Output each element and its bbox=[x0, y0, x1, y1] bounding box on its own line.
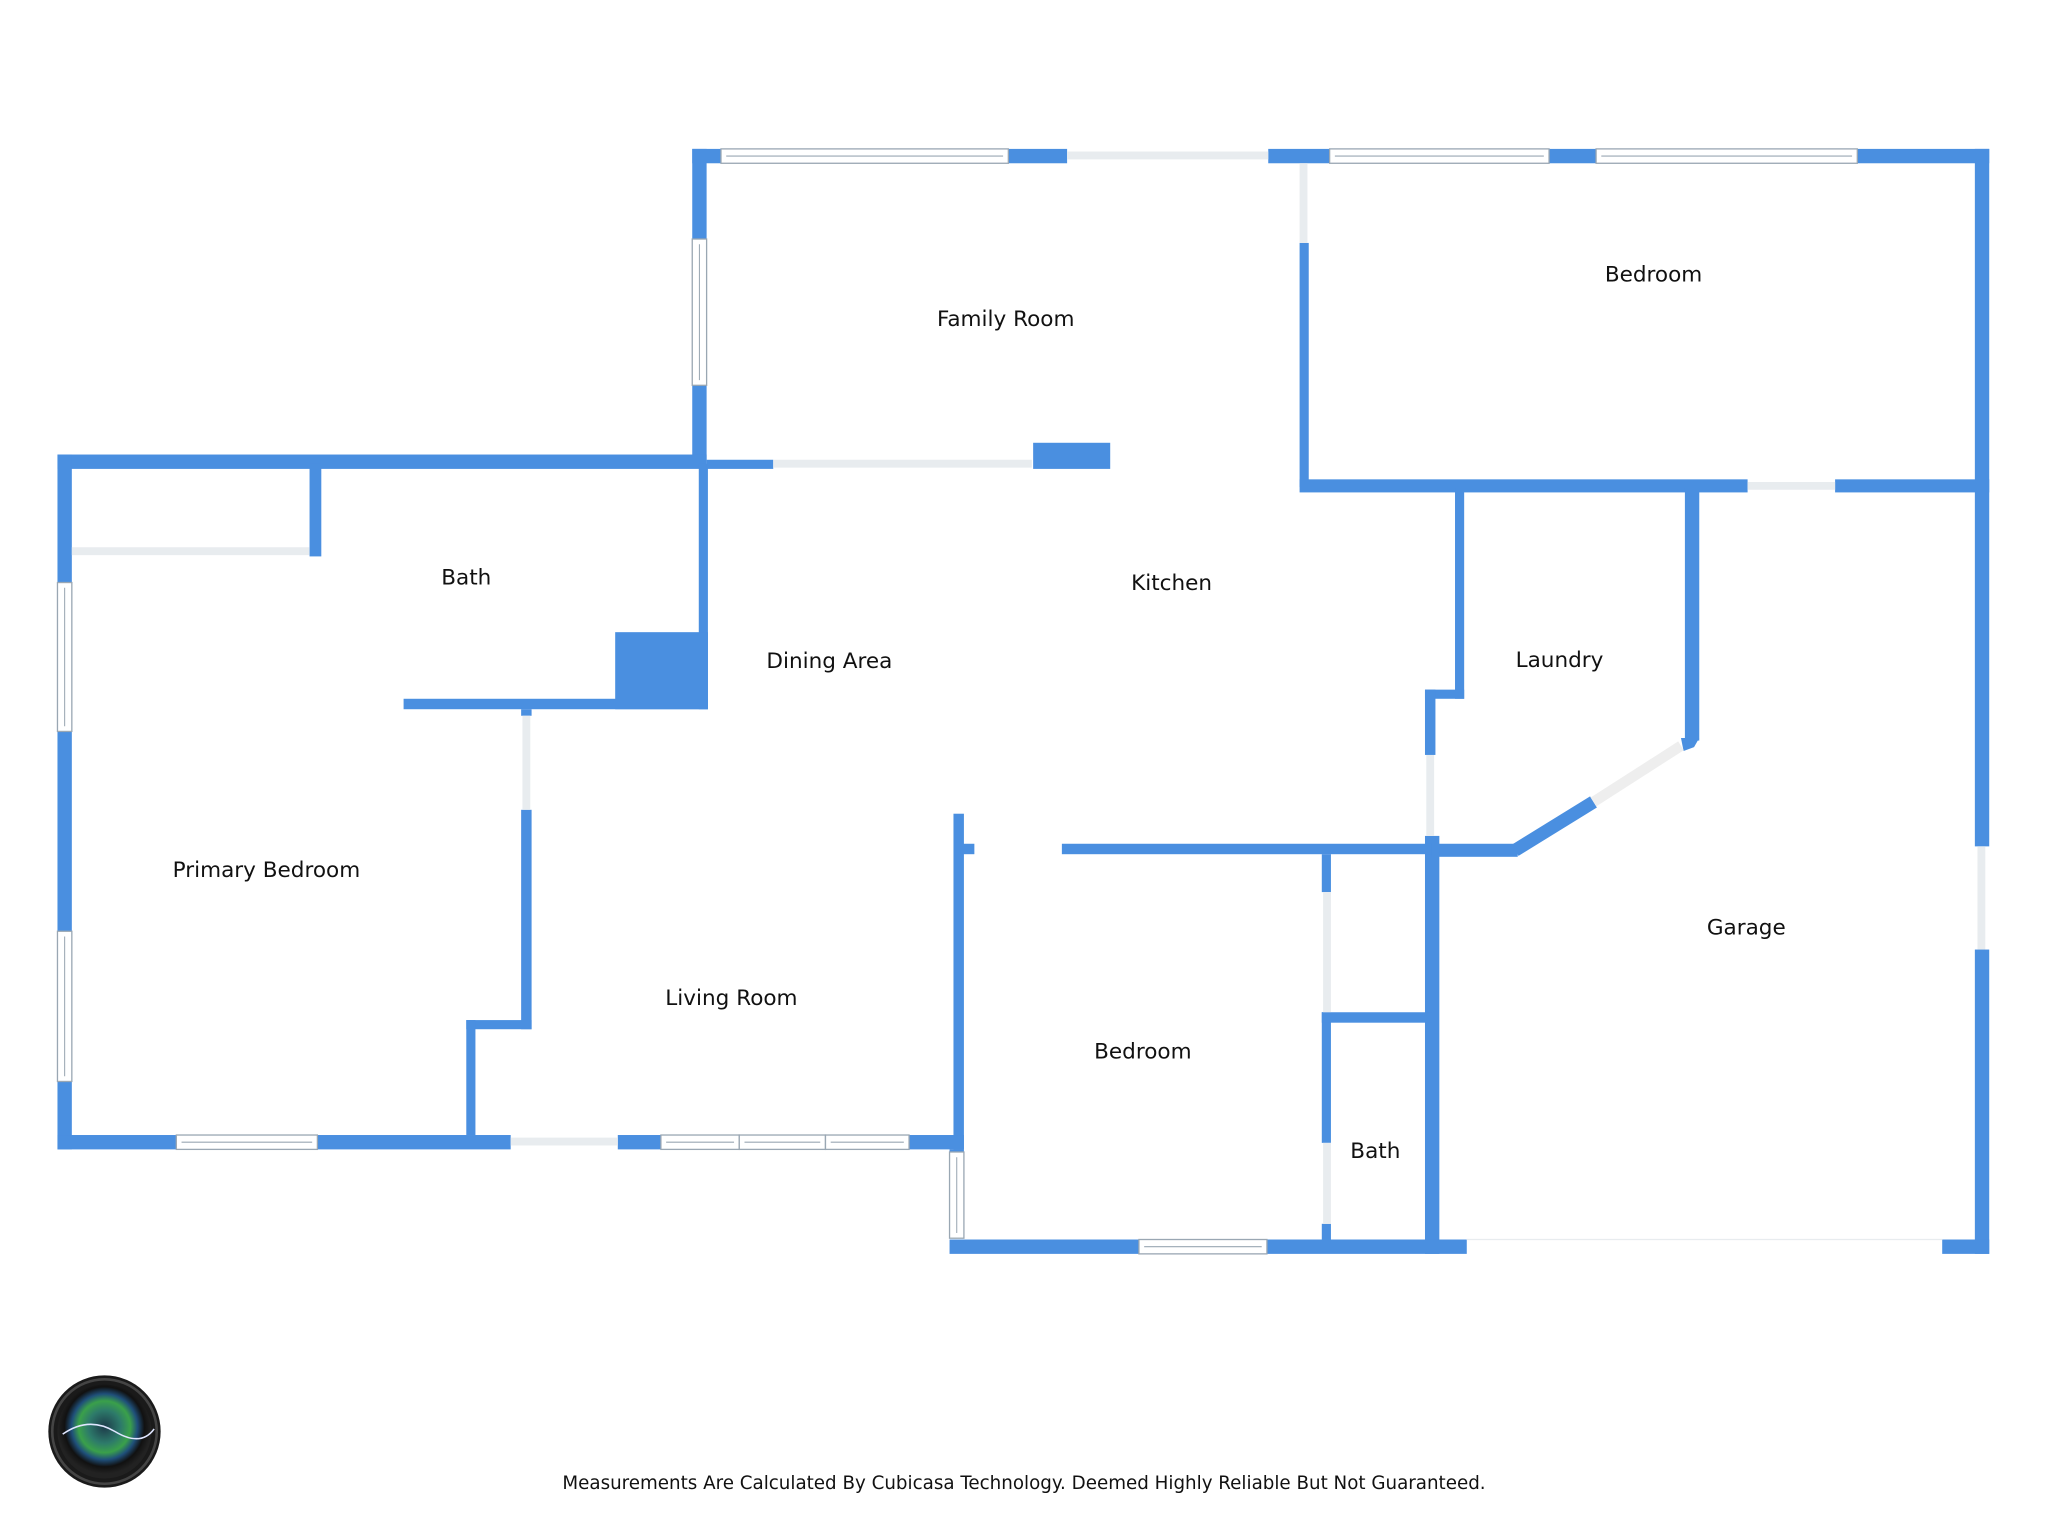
room-label-bedroom-top: Bedroom bbox=[1605, 263, 1702, 288]
room-label-bath-top: Bath bbox=[441, 566, 491, 591]
wall bbox=[1008, 148, 1068, 164]
wall bbox=[1424, 689, 1465, 699]
wall bbox=[1431, 843, 1518, 857]
wall bbox=[1680, 737, 1700, 752]
wall bbox=[57, 454, 72, 583]
wall bbox=[1321, 1012, 1331, 1143]
wall bbox=[1321, 854, 1331, 893]
wall bbox=[1033, 442, 1111, 469]
wall bbox=[1835, 479, 1990, 493]
wall bbox=[962, 843, 975, 855]
wall bbox=[1321, 1012, 1432, 1023]
wall bbox=[1549, 148, 1597, 164]
wall bbox=[1974, 148, 1990, 847]
wall bbox=[1061, 843, 1432, 855]
wall bbox=[617, 1135, 661, 1150]
room-label-laundry: Laundry bbox=[1516, 648, 1604, 673]
wall bbox=[615, 632, 708, 710]
wall bbox=[403, 698, 708, 710]
logo bbox=[48, 1375, 161, 1488]
wall bbox=[706, 459, 774, 469]
wall bbox=[1424, 835, 1440, 1254]
wall bbox=[57, 731, 72, 932]
wall bbox=[1321, 1223, 1331, 1240]
openings bbox=[71, 151, 1986, 1241]
wall bbox=[466, 1020, 532, 1030]
room-label-kitchen: Kitchen bbox=[1131, 571, 1212, 596]
room-label-primary-bedroom: Primary Bedroom bbox=[173, 858, 361, 883]
wall bbox=[521, 809, 532, 1030]
wall bbox=[909, 1135, 964, 1150]
wall bbox=[57, 1081, 72, 1150]
wall bbox=[1299, 479, 1748, 493]
wall bbox=[1268, 148, 1330, 164]
room-label-garage: Garage bbox=[1707, 916, 1786, 941]
wall bbox=[1511, 796, 1597, 856]
wall bbox=[1266, 1239, 1467, 1254]
wall bbox=[1684, 487, 1700, 741]
wall bbox=[1974, 949, 1990, 1254]
wall bbox=[1424, 689, 1436, 755]
wall bbox=[1857, 148, 1990, 164]
wall bbox=[698, 463, 708, 710]
wall bbox=[317, 1135, 511, 1150]
wall bbox=[953, 813, 964, 1150]
door-opening bbox=[1590, 741, 1684, 807]
wall bbox=[949, 1239, 1139, 1254]
wall bbox=[1942, 1239, 1990, 1254]
wall bbox=[949, 1149, 964, 1152]
wall bbox=[57, 454, 707, 469]
room-label-living-room: Living Room bbox=[665, 986, 797, 1011]
wall bbox=[309, 463, 322, 557]
walls bbox=[57, 148, 1990, 1254]
wall bbox=[1299, 242, 1309, 488]
wall bbox=[466, 1020, 476, 1136]
wall bbox=[692, 385, 707, 464]
room-label-family-room: Family Room bbox=[937, 307, 1075, 332]
footer-disclaimer: Measurements Are Calculated By Cubicasa … bbox=[562, 1473, 1485, 1494]
wall bbox=[692, 148, 707, 240]
wall bbox=[1455, 487, 1465, 699]
room-label-bath-bottom: Bath bbox=[1350, 1139, 1400, 1164]
room-label-dining-area: Dining Area bbox=[766, 649, 892, 674]
windows bbox=[56, 148, 1858, 1255]
wall bbox=[521, 709, 532, 716]
room-label-bedroom-bottom: Bedroom bbox=[1094, 1040, 1191, 1065]
wall bbox=[57, 1135, 177, 1150]
